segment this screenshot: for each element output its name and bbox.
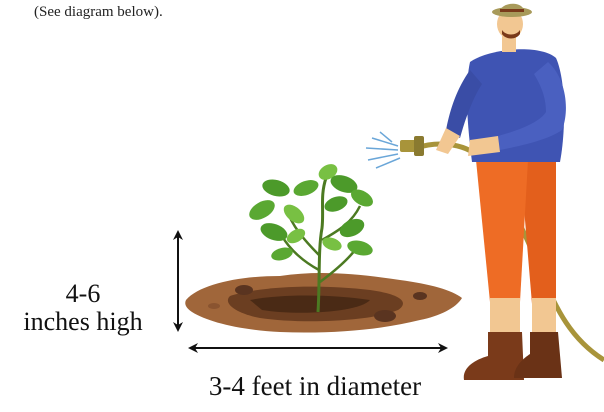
water-spray-icon <box>366 132 400 168</box>
soil-mound <box>185 273 462 332</box>
height-label-unit: inches high <box>2 308 164 336</box>
gardener-icon <box>400 4 604 380</box>
height-label-value: 4-6 <box>2 280 164 308</box>
height-label: 4-6 inches high <box>2 280 164 336</box>
diameter-label: 3-4 feet in diameter <box>170 370 460 402</box>
